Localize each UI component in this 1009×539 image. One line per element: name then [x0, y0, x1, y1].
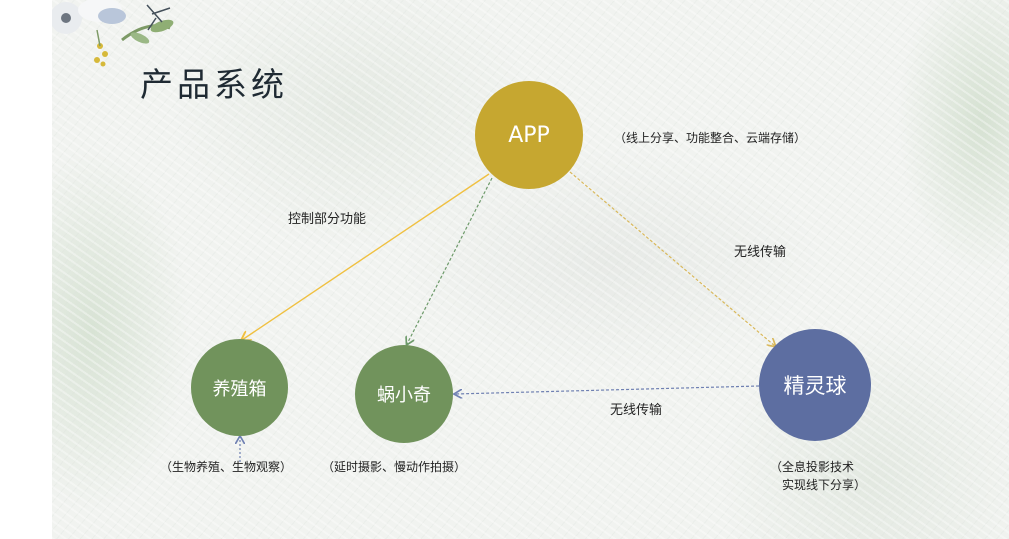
- edge-label-app-to-sprite: 无线传输: [734, 245, 787, 260]
- slide: 产品系统 APP 养殖箱 蜗小奇 精灵球 控: [52, 0, 1009, 539]
- sprite-ball-note-line2: 实现线下分享）: [782, 478, 867, 492]
- app-node-label: APP: [508, 122, 550, 148]
- breeding-box-note: （生物养殖、生物观察）: [160, 460, 293, 474]
- app-note: （线上分享、功能整合、云端存储）: [614, 131, 807, 145]
- edge-app-to-snail: [407, 177, 493, 344]
- snail-node-label: 蜗小奇: [377, 385, 431, 406]
- snail-node: 蜗小奇: [355, 345, 453, 443]
- app-node: APP: [475, 81, 583, 189]
- breeding-box-node: 养殖箱: [191, 339, 288, 436]
- edge-label-sprite-to-snail: 无线传输: [610, 403, 663, 418]
- breeding-box-node-label: 养殖箱: [212, 378, 267, 400]
- edge-app-to-box: [242, 173, 490, 340]
- diagram-edges: [52, 171, 1009, 462]
- flower-decoration-icon: [52, 0, 174, 67]
- sprite-ball-note-line1: （全息投影技术: [770, 460, 855, 474]
- edge-sprite-to-snail: [455, 385, 760, 394]
- edge-label-app-to-box: 控制部分功能: [288, 212, 367, 227]
- sprite-ball-node: 精灵球: [759, 329, 871, 441]
- sprite-ball-node-label: 精灵球: [783, 374, 847, 398]
- page-title: 产品系统: [140, 65, 288, 104]
- snail-note: （延时摄影、慢动作拍摄）: [322, 460, 467, 474]
